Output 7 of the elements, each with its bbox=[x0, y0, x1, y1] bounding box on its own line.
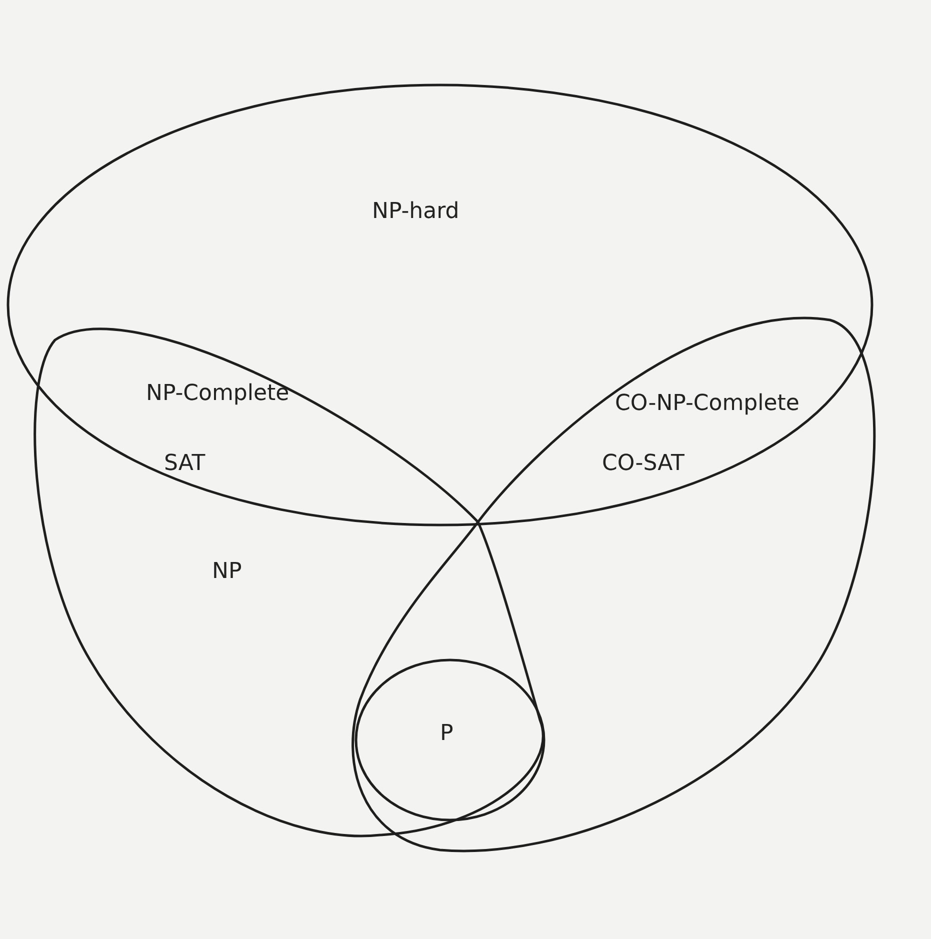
np-hard-label: NP-hard bbox=[372, 200, 460, 224]
np-label: NP bbox=[212, 560, 242, 584]
region-label: SAT bbox=[164, 452, 206, 476]
region-label: CO-SAT bbox=[602, 452, 684, 476]
region-label: CO-NP-Complete bbox=[615, 392, 800, 416]
region-label: NP-Complete bbox=[146, 382, 290, 406]
p-label: P bbox=[440, 722, 454, 746]
